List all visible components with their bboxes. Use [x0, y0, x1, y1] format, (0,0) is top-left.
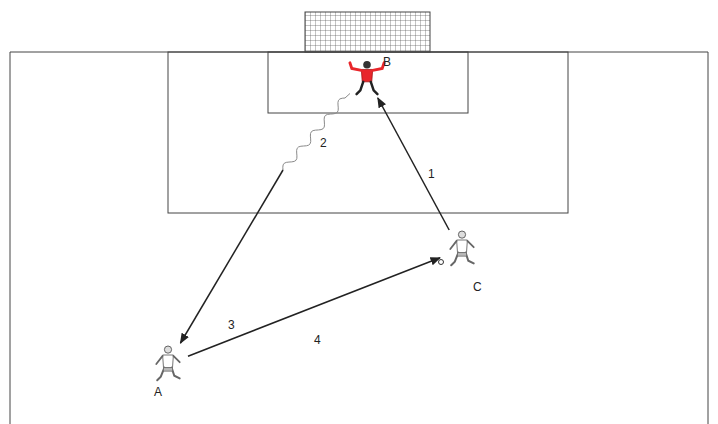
- pass-arrow: [180, 93, 350, 343]
- pass-arrow: [378, 98, 449, 230]
- pass-line: [378, 98, 449, 230]
- ball: [439, 260, 444, 265]
- pass-line: [180, 170, 283, 343]
- player-node: B: [350, 58, 384, 98]
- player-letter: B: [383, 55, 391, 69]
- player-letter: A: [154, 385, 162, 399]
- dribble-path: [283, 93, 350, 170]
- pass-number: 4: [312, 333, 323, 347]
- pass-number: 1: [426, 167, 437, 181]
- pass-arrow: [188, 258, 440, 356]
- player-node: A: [148, 343, 188, 385]
- player-figure: [450, 231, 473, 265]
- player-letter: C: [473, 280, 482, 294]
- pitch-lines: [10, 52, 708, 424]
- callout-number: 2: [318, 136, 329, 150]
- goal-net: [305, 12, 430, 52]
- pass-number: 3: [226, 318, 237, 332]
- goalkeeper-figure: [350, 61, 384, 94]
- player-node: C: [440, 230, 480, 270]
- player-figure: [156, 346, 179, 380]
- pass-line: [188, 258, 440, 356]
